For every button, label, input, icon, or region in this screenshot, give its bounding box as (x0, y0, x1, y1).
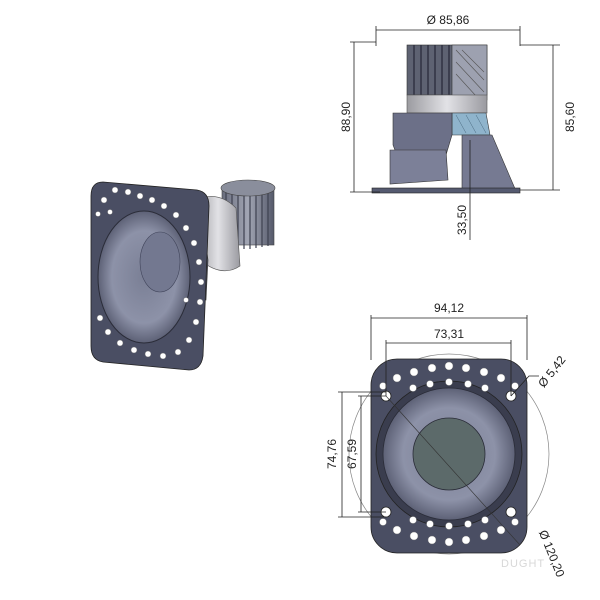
dim-hole-spacing-h: 73,31 (434, 327, 464, 341)
side-dim-lines (350, 26, 560, 240)
front-plate-holes (379, 361, 519, 547)
dim-outer-height: 74,76 (325, 439, 339, 469)
front-dim-lines (338, 315, 539, 518)
watermark: DUGHT (501, 558, 545, 570)
dim-hole-diameter: Ø 5,42 (535, 353, 568, 390)
dim-cutout-diameter: Ø 120,20 (536, 528, 568, 579)
dim-flange-depth: 33,50 (455, 205, 469, 235)
dim-body-height: 85,60 (563, 102, 577, 132)
front-view (338, 315, 550, 555)
iso-view (90, 179, 276, 371)
front-lens (412, 417, 486, 491)
iso-flange-holes (95, 186, 205, 360)
dim-outer-width: 94,12 (434, 301, 464, 315)
dim-total-height: 88,90 (339, 102, 353, 132)
dim-top-diameter: Ø 85,86 (427, 13, 470, 27)
cutout-circle (348, 353, 550, 555)
dim-hole-spacing-v: 67,59 (345, 439, 359, 469)
side-view (350, 26, 560, 240)
